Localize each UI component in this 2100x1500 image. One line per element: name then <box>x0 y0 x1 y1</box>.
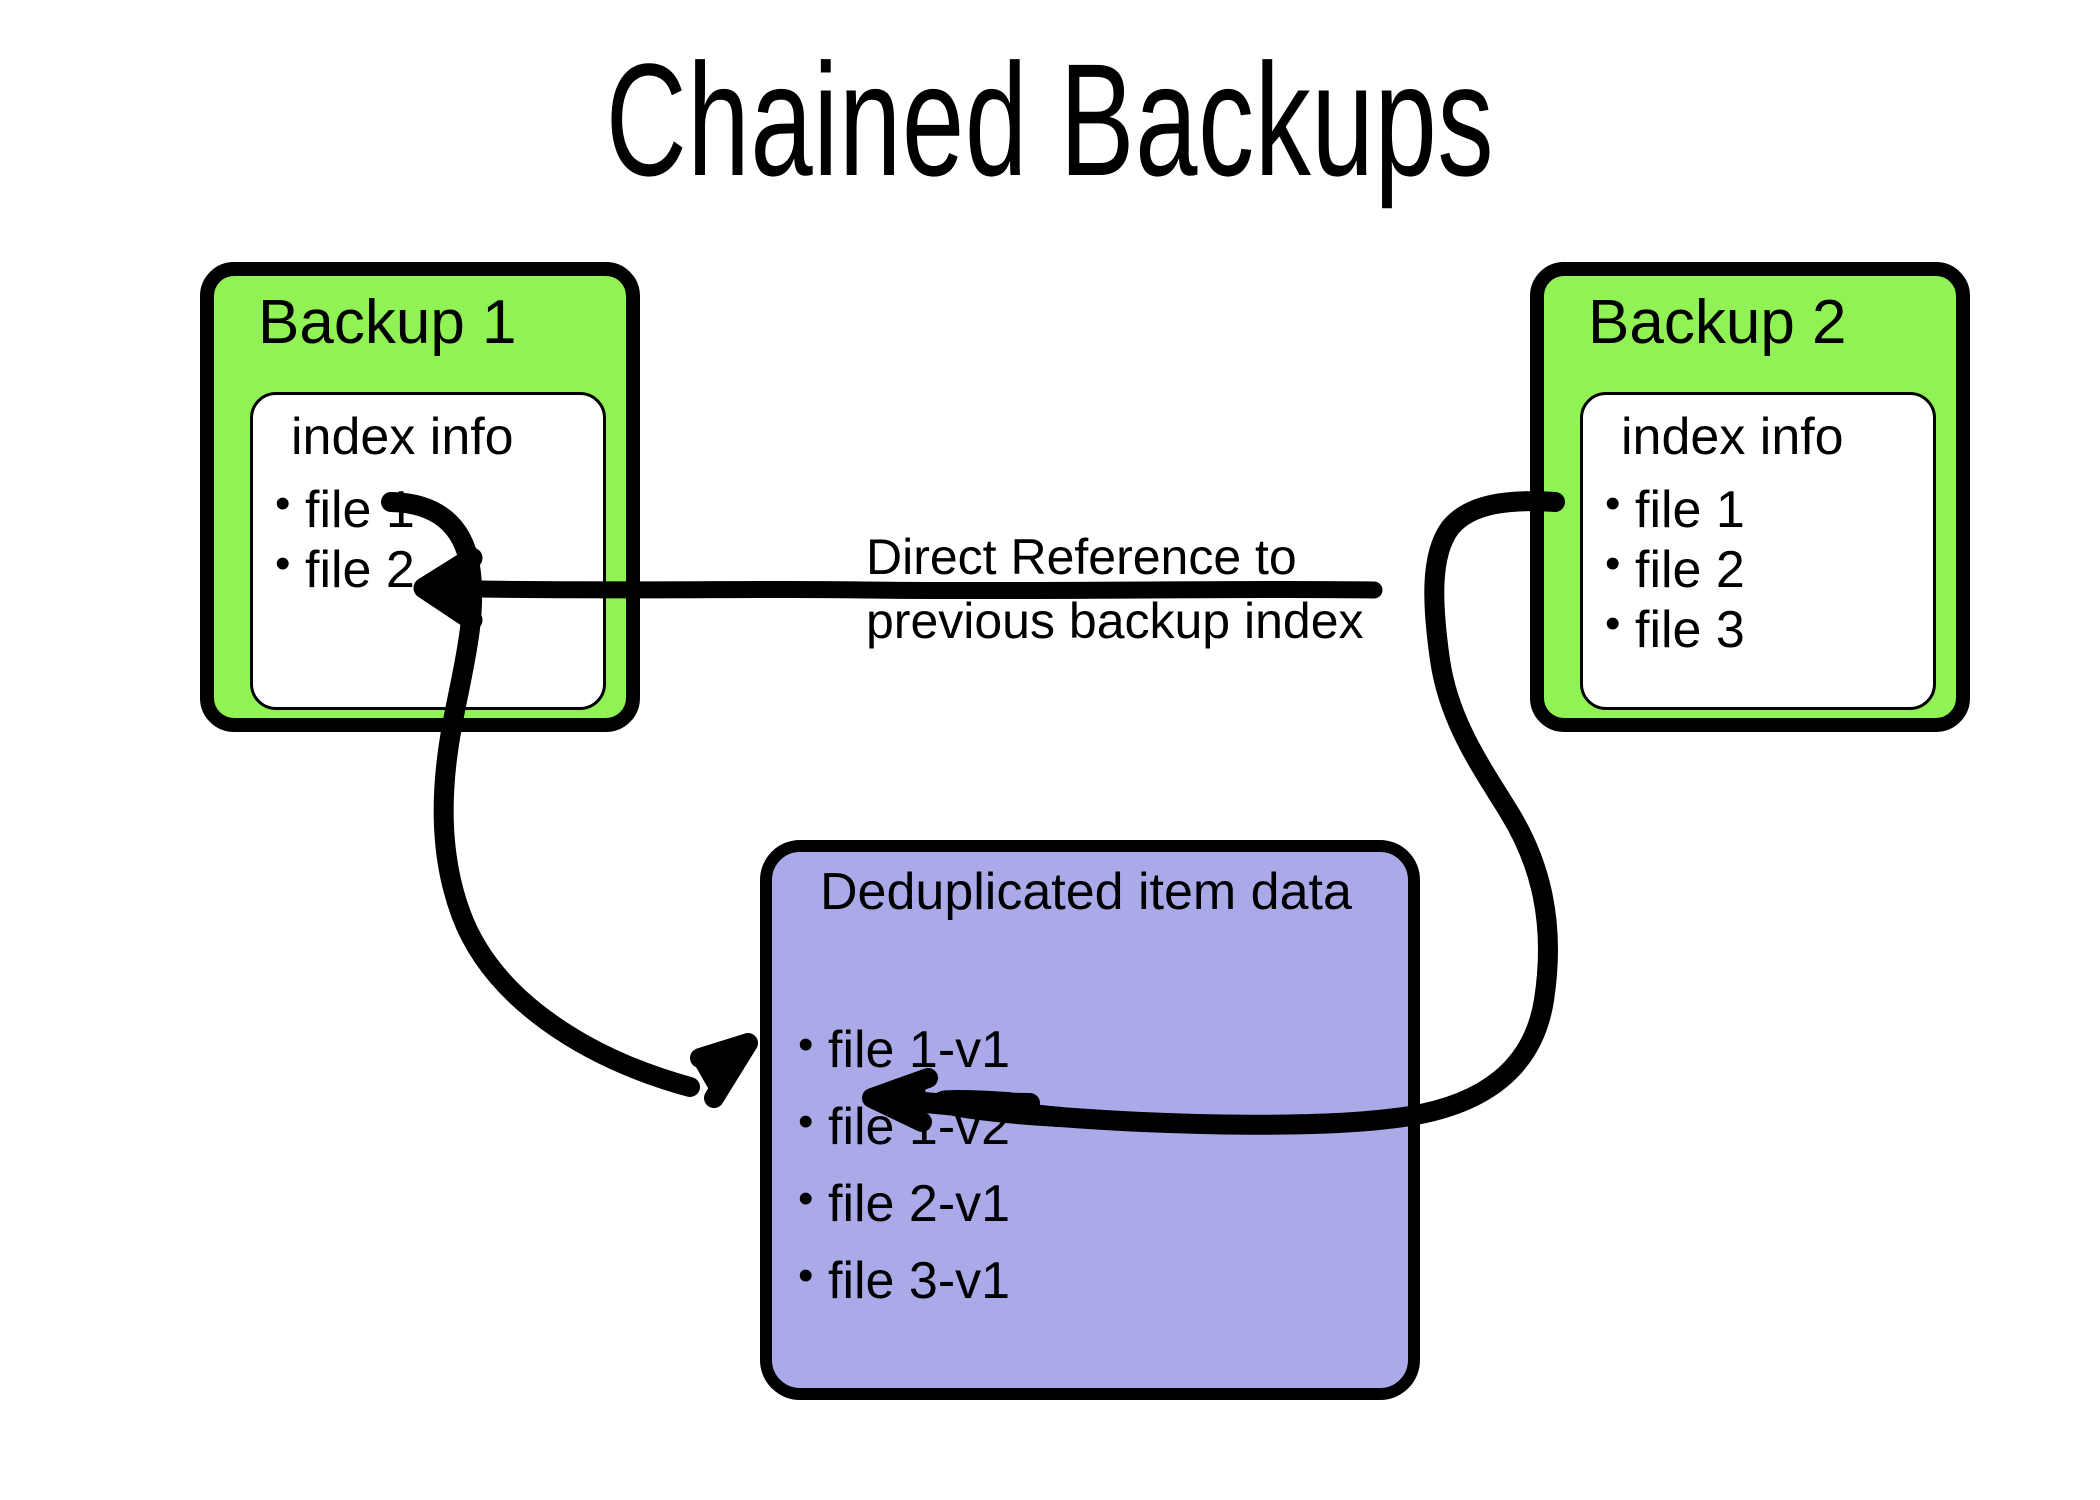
direct-reference-line-1: Direct Reference to <box>866 529 1297 585</box>
backup-1-box[interactable]: Backup 1 index info file 1 file 2 <box>200 262 640 732</box>
list-item: file 1 <box>271 479 415 541</box>
list-item: file 1-v2 <box>794 1089 1010 1166</box>
backup-1-index-heading: index info <box>291 408 514 466</box>
backup-2-file-list: file 1 file 2 file 3 <box>1601 479 1745 661</box>
list-item: file 1 <box>1601 479 1745 541</box>
backup-1-title: Backup 1 <box>258 288 517 357</box>
backup-2-index-card: index info file 1 file 2 file 3 <box>1580 392 1936 710</box>
page-title: Chained Backups <box>605 30 1495 209</box>
list-item: file 2 <box>271 539 415 601</box>
list-item: file 2-v1 <box>794 1166 1010 1243</box>
dedup-title: Deduplicated item data <box>820 863 1352 921</box>
backup-1-file-list: file 1 file 2 <box>271 479 415 601</box>
list-item: file 2 <box>1601 539 1745 601</box>
backup-1-index-card: index info file 1 file 2 <box>250 392 606 710</box>
backup-2-index-heading: index info <box>1621 408 1844 466</box>
deduplicated-item-data-box[interactable]: Deduplicated item data file 1-v1 file 1-… <box>760 840 1420 1400</box>
direct-reference-line-2: previous backup index <box>866 593 1364 649</box>
backup-2-box[interactable]: Backup 2 index info file 1 file 2 file 3 <box>1530 262 1970 732</box>
list-item: file 3-v1 <box>794 1243 1010 1320</box>
list-item: file 3 <box>1601 599 1745 661</box>
backup-2-title: Backup 2 <box>1588 288 1847 357</box>
list-item: file 1-v1 <box>794 1012 1010 1089</box>
dedup-item-list: file 1-v1 file 1-v2 file 2-v1 file 3-v1 <box>794 1012 1010 1320</box>
direct-reference-caption: Direct Reference to previous backup inde… <box>866 525 1406 653</box>
